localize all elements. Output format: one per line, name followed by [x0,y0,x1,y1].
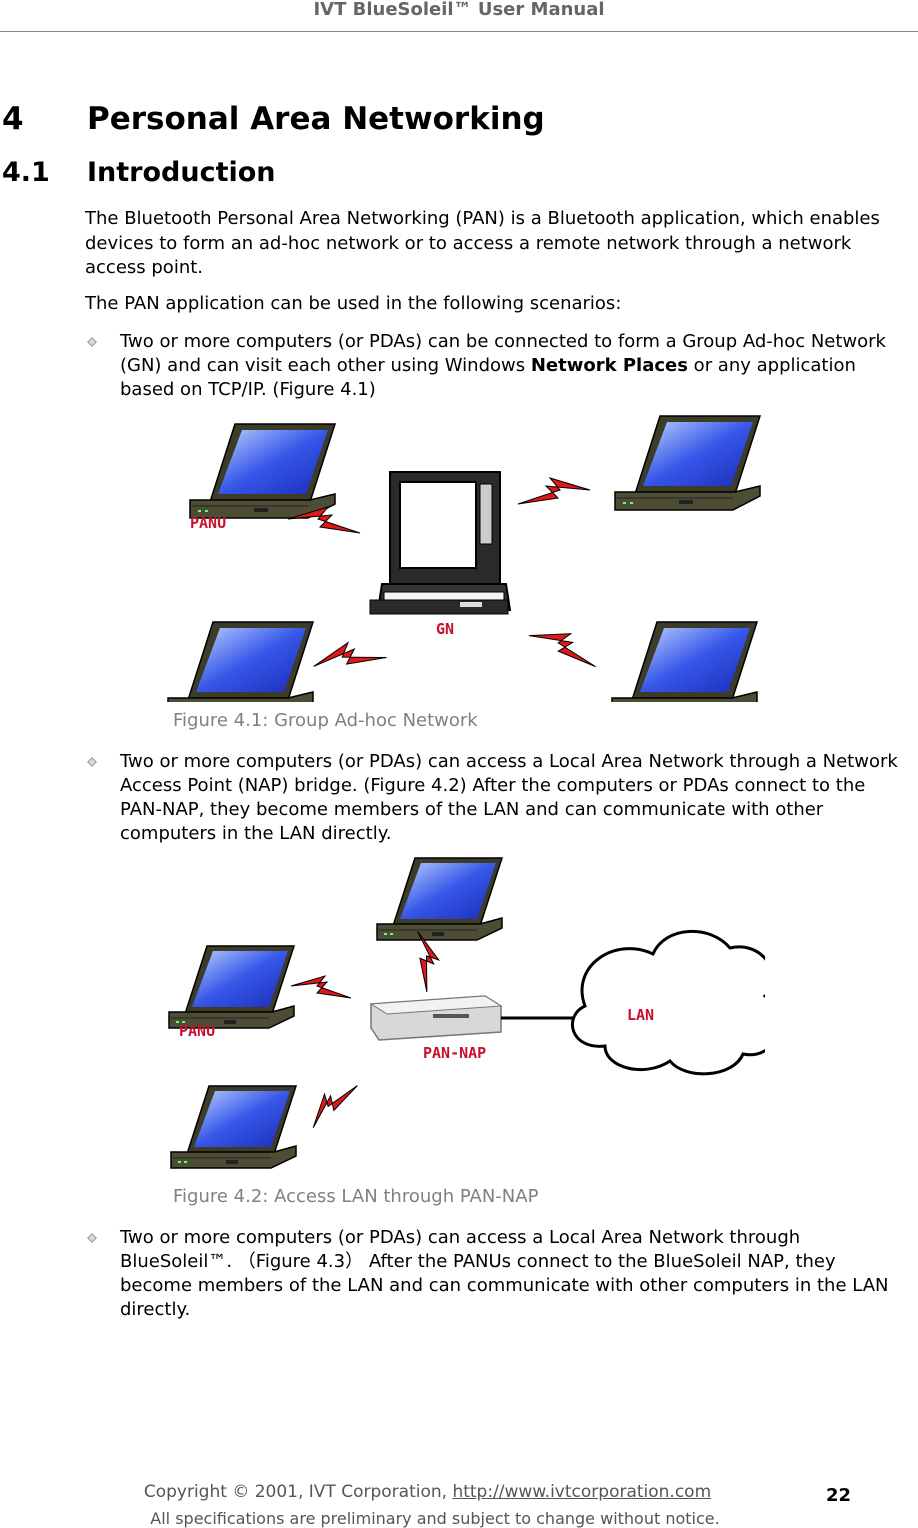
figure-2-panu-label: PANU [179,1022,215,1040]
bullet-1-text-b: or any application based on TCP/IP. (Fig… [120,355,856,400]
section-number: 4.1 [2,157,50,188]
copyright-text: Copyright © 2001, IVT Corporation, [143,1482,453,1502]
figure-access-lan-pan-nap: PANU PAN-NAP LAN [165,856,765,1174]
page-number: 22 [826,1485,852,1506]
section-title: Introduction [87,157,276,188]
figure-1-caption: Figure 4.1: Group Ad-hoc Network [173,710,478,731]
bullet-bluesoleil-nap: Two or more computers (or PDAs) can acce… [120,1227,889,1320]
bullet-icon [87,337,97,347]
figure-2-caption: Figure 4.2: Access LAN through PAN-NAP [173,1186,539,1207]
figure-group-adhoc-network: PANU GN [160,412,770,702]
intro-paragraph: The Bluetooth Personal Area Networking (… [85,208,880,278]
laptop-bottom-left [167,621,314,702]
figure-1-panu-label: PANU [190,514,226,532]
bullet-group-network: Two or more computers (or PDAs) can be c… [120,330,900,402]
network-places-term: Network Places [530,355,688,376]
laptop-top-right [614,415,761,511]
ivt-website-link[interactable]: http://www.ivtcorporation.com [452,1482,712,1502]
footer-copyright: Copyright © 2001, IVT Corporation, http:… [0,1482,855,1502]
bullet-nap-bridge: Two or more computers (or PDAs) can acce… [120,751,898,844]
laptop-bottom-right [611,621,758,702]
figure-2-nap-label: PAN-NAP [423,1044,486,1062]
lan-cloud [570,929,765,1076]
bullet-icon [87,1233,97,1243]
chapter-number: 4 [2,101,24,137]
chapter-heading: 4 Personal Area Networking [2,100,545,138]
running-header: IVT BlueSoleil™ User Manual [313,0,605,20]
section-heading: 4.1 Introduction [2,156,276,190]
gn-computer [369,471,512,615]
bullet-1-text-a: Two or more computers (or PDAs) can be c… [120,331,886,376]
laptop-top-left [189,423,336,519]
scenarios-paragraph: The PAN application can be used in the f… [85,293,622,314]
header-divider [0,31,918,32]
figure-1-gn-label: GN [436,620,454,638]
footer-disclaimer: All specifications are preliminary and s… [150,1509,720,1528]
chapter-title: Personal Area Networking [87,101,545,137]
bullet-icon [87,757,97,767]
pan-nap-device [369,995,503,1041]
figure-2-lan-label: LAN [627,1006,654,1024]
